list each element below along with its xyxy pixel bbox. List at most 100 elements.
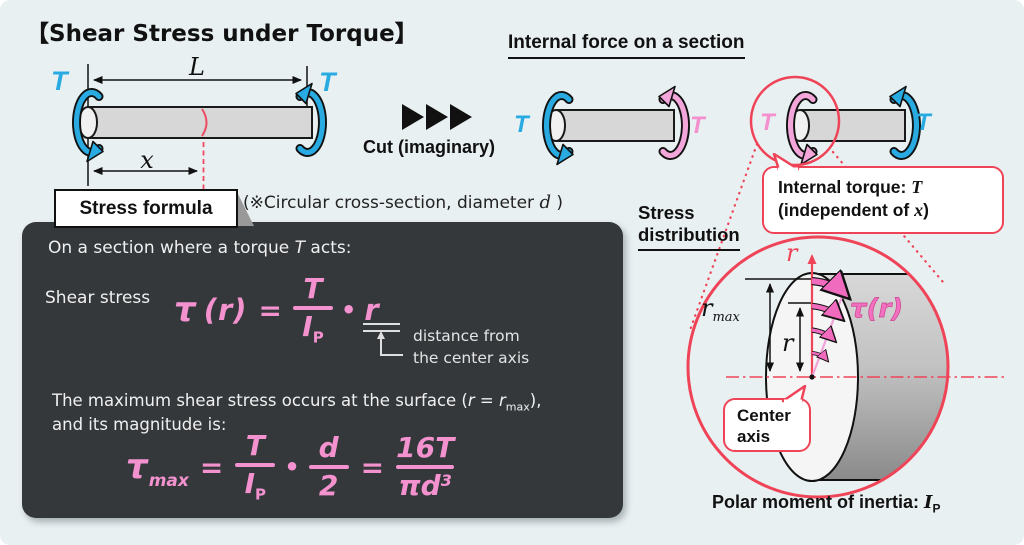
r-label: r bbox=[782, 329, 795, 357]
max-shear-formula: τmax = T IP • d 2 = 16T πd3 bbox=[126, 428, 455, 506]
radius-annotation: distance from the center axis bbox=[413, 326, 529, 369]
fraction-numerator: T bbox=[245, 429, 265, 463]
rmax-label: rmax bbox=[701, 294, 741, 325]
torque-label: T bbox=[916, 109, 933, 136]
tau-base: τ bbox=[126, 447, 148, 487]
callout-tail bbox=[772, 153, 800, 171]
formula-radius: r bbox=[364, 293, 379, 327]
torque-callout-suffix2: ) bbox=[923, 200, 929, 221]
internal-torque-line1: Internal torque: T bbox=[778, 176, 988, 199]
center-axis-line2: axis bbox=[737, 427, 771, 447]
annotation-line1: distance from bbox=[413, 327, 520, 345]
magnifier-projection-line bbox=[688, 142, 759, 332]
torque-callout-var: T bbox=[911, 177, 923, 197]
center-axis-point bbox=[809, 374, 815, 380]
position-label: x bbox=[140, 146, 154, 174]
pid-base: πd bbox=[398, 468, 441, 502]
fraction-denominator: IP bbox=[302, 310, 324, 347]
cut-arrows-icon bbox=[402, 104, 472, 130]
formula-equals: = bbox=[258, 293, 282, 327]
stress-distribution-label: Stress distribution bbox=[638, 202, 740, 252]
intro-torque-var: T bbox=[294, 238, 306, 258]
fraction-numerator: T bbox=[303, 272, 323, 306]
internal-torque-label: T bbox=[690, 112, 707, 139]
section-heading: Internal force on a section bbox=[508, 32, 745, 59]
max-var-r: r bbox=[467, 391, 475, 410]
max-sub: max bbox=[505, 400, 530, 414]
fraction-numerator: d bbox=[318, 431, 339, 465]
intro-suffix: acts: bbox=[305, 238, 352, 258]
torque-callout-prefix: Internal torque: bbox=[778, 177, 912, 197]
stress-box-fold bbox=[236, 190, 254, 226]
note-suffix: ) bbox=[551, 193, 564, 213]
fraction-T-over-Ip: T IP bbox=[235, 429, 276, 504]
fraction-denominator: 2 bbox=[318, 468, 339, 502]
formula-dot: • bbox=[340, 296, 357, 324]
torque-callout-var2: x bbox=[914, 200, 924, 221]
cut-piece-right: T T bbox=[749, 75, 933, 167]
shear-stress-arrows bbox=[811, 281, 846, 360]
note-diameter-var: d bbox=[539, 192, 551, 213]
fraction-bar bbox=[235, 463, 276, 467]
internal-torque-line2: (independent of x) bbox=[778, 199, 988, 222]
stress-formula-panel: On a section where a torque T acts: Shea… bbox=[22, 222, 623, 518]
cut-mark-arc bbox=[201, 108, 208, 137]
Ip-sub: P bbox=[312, 328, 324, 347]
center-axis-callout: Center axis bbox=[723, 385, 811, 452]
max-suffix: ), bbox=[529, 391, 542, 410]
Ip-sub: P bbox=[255, 485, 267, 504]
shaft-body bbox=[799, 109, 906, 142]
stress-formula-tab: Stress formula bbox=[54, 189, 238, 228]
shear-stress-formula: τ(r) = T IP • r bbox=[174, 264, 379, 356]
highlight-circle bbox=[749, 75, 841, 167]
length-label: L bbox=[188, 53, 205, 81]
r-axis-label: r bbox=[786, 239, 799, 267]
fraction-16T-over-pid3: 16T πd3 bbox=[396, 431, 455, 502]
pid-exponent: 3 bbox=[440, 470, 452, 490]
internal-torque-label: T bbox=[760, 109, 777, 136]
stress-distribution-magnifier: r rmax r τ(r) bbox=[686, 235, 1006, 499]
max-var-rmax: r bbox=[499, 391, 506, 410]
stress-distribution-line1: Stress bbox=[638, 202, 695, 223]
fraction-denominator: IP bbox=[244, 466, 267, 504]
max-eq: = bbox=[474, 391, 499, 410]
torque-label: T bbox=[514, 111, 531, 138]
stress-formula-tab-label: Stress formula bbox=[79, 197, 213, 219]
fraction-denominator: πd3 bbox=[398, 468, 452, 502]
max-shear-line1: The maximum shear stress occurs at the s… bbox=[52, 390, 541, 414]
formula-dot: • bbox=[284, 453, 300, 481]
polar-moment-label: Polar moment of inertia: IP bbox=[712, 492, 940, 516]
shear-stress-label: Shear stress bbox=[45, 288, 151, 308]
annotation-arrow-icon bbox=[377, 331, 403, 356]
intro-prefix: On a section where a torque bbox=[48, 238, 295, 258]
internal-torque-callout: Internal torque: T (independent of x) bbox=[762, 153, 1004, 234]
formula-equals: = bbox=[360, 450, 385, 484]
polar-sub: P bbox=[932, 501, 941, 516]
callout-tail bbox=[781, 385, 807, 403]
formula-arg: (r) bbox=[203, 293, 248, 327]
fraction-bar bbox=[396, 465, 455, 469]
formula-tau-max: τmax bbox=[126, 447, 189, 491]
center-axis-line1: Center bbox=[737, 406, 791, 425]
torque-label: T bbox=[51, 66, 70, 96]
shaft-body bbox=[87, 106, 313, 139]
shaft-diagram: L x T T bbox=[51, 53, 338, 189]
Ip-base: I bbox=[244, 466, 256, 500]
cross-section-note: (※Circular cross-section, diameter d ) bbox=[243, 192, 563, 213]
cut-imaginary-label: Cut (imaginary) bbox=[362, 137, 495, 157]
fraction-bar bbox=[308, 465, 349, 469]
formula-tau: τ bbox=[174, 290, 196, 330]
torque-label: T bbox=[319, 67, 338, 97]
fraction-d-over-2: d 2 bbox=[308, 431, 349, 502]
stress-distribution-line2: distribution bbox=[638, 224, 740, 252]
note-prefix: (※Circular cross-section, diameter bbox=[243, 193, 540, 213]
annotation-line2: the center axis bbox=[413, 348, 530, 367]
tau-r-label: τ(r) bbox=[850, 294, 903, 324]
magnifier-circle bbox=[686, 235, 950, 499]
shaft-body bbox=[555, 109, 675, 142]
panel-intro: On a section where a torque T acts: bbox=[48, 238, 351, 258]
torque-callout-prefix2: (independent of bbox=[778, 200, 915, 221]
fraction-numerator: 16T bbox=[396, 431, 455, 465]
formula-equals: = bbox=[199, 450, 224, 484]
